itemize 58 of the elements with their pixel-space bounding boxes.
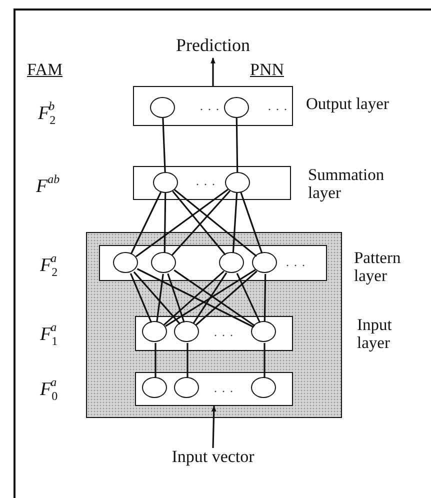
connection-line [236, 272, 261, 324]
connection-line [154, 343, 156, 378]
layer-name: Summation layer [308, 166, 386, 202]
connection-line [240, 192, 263, 254]
connection-line [264, 274, 266, 322]
connection-line [236, 118, 238, 172]
neuron-circle [224, 172, 250, 192]
neuron-circle [251, 321, 276, 342]
neuron-circle [152, 172, 178, 192]
neuron-circle [174, 321, 199, 342]
arrow [211, 405, 216, 448]
neuron-circle [113, 252, 138, 273]
connection-line [133, 271, 181, 325]
connection-line [135, 188, 229, 258]
neuron-circle [252, 252, 277, 273]
connection-line [156, 274, 164, 322]
connection-line [186, 343, 188, 378]
layer-box [133, 86, 293, 126]
layer-box [134, 316, 292, 350]
neuron-circle [219, 252, 244, 273]
connection-line [162, 118, 166, 172]
connection-line [264, 343, 266, 378]
ellipsis-dots: . . . [200, 100, 220, 112]
ellipsis-dots: . . . [214, 382, 234, 394]
neuron-circle [150, 96, 174, 118]
neuron-circle [224, 96, 248, 118]
shaded-panel [86, 232, 342, 418]
layer-name: Output layer [306, 95, 390, 114]
layer-box [134, 372, 292, 406]
ellipsis-dots: . . . [214, 326, 234, 338]
connection-line [174, 189, 257, 257]
ellipsis-dots: . . . [268, 100, 288, 112]
node-label: Input vector [172, 447, 254, 466]
neuron-circle [174, 377, 199, 398]
connection-line [192, 272, 228, 324]
layer-box [133, 166, 291, 200]
layer-box [98, 244, 326, 280]
neuron-circle [251, 377, 276, 398]
column-heading: FAM [27, 61, 63, 78]
ellipsis-dots: . . . [286, 256, 306, 268]
connection-line [130, 273, 152, 323]
connection-line [232, 192, 238, 254]
neuron-circle [142, 377, 167, 398]
layer-name: Input layer [357, 316, 393, 352]
connection-line [167, 273, 185, 323]
arrow [210, 57, 216, 86]
connection-line [164, 192, 166, 254]
connection-line [136, 268, 254, 328]
ellipsis-dots: . . . [196, 175, 216, 187]
neuron-circle [142, 321, 167, 342]
connection-line [164, 270, 224, 326]
layer-symbol: F$^{ab}$ [36, 173, 60, 196]
column-heading: PNN [250, 61, 284, 78]
connection-line [196, 270, 258, 326]
node-label: Prediction [176, 35, 250, 55]
layer-name: Pattern layer [354, 249, 402, 286]
neuron-circle [151, 252, 176, 273]
connection-line [130, 192, 162, 254]
